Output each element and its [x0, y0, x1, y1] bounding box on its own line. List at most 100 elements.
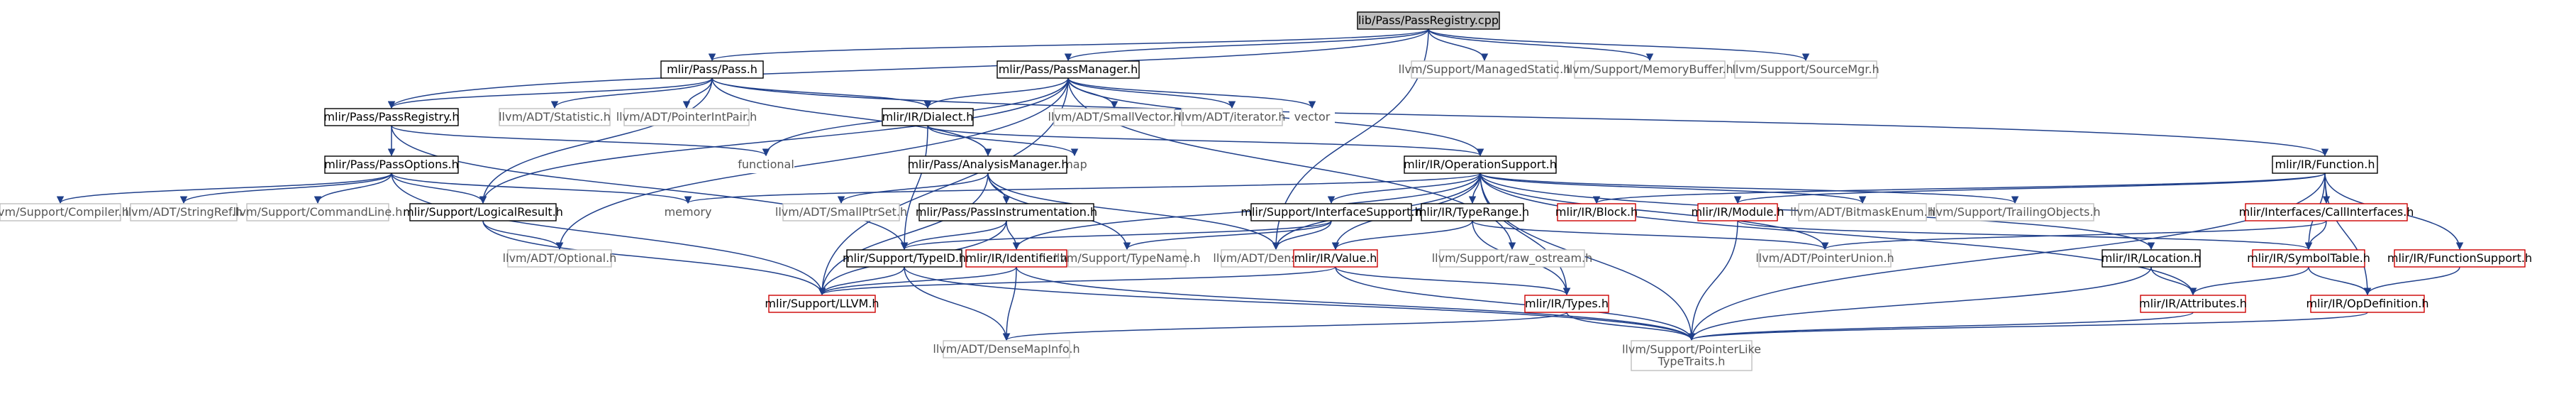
node-label: mlir/IR/Dialect.h: [882, 110, 974, 124]
edge-passinstrumentation-to-typeid: [900, 220, 1007, 251]
node-label: llvm/Support/SourceMgr.h: [1732, 62, 1879, 76]
graph-node-logicalresult[interactable]: mlir/Support/LogicalResult.h: [403, 203, 563, 221]
edge-operationsupport_h-to-memory: [684, 172, 1481, 204]
edge-analysismanager_h-to-llvm_h: [818, 172, 989, 296]
edge-passmanager_h-to-optional: [555, 77, 1069, 251]
graph-node-location-h[interactable]: mlir/IR/Location.h: [2102, 249, 2202, 268]
edge-operationsupport_h-to-pointerunion: [1479, 172, 1829, 251]
edge-symboltable-to-attributes_h: [2189, 266, 2309, 296]
graph-node-callinterfaces[interactable]: mlir/Interfaces/CallInterfaces.h: [2239, 203, 2414, 221]
graph-node-types-h[interactable]: mlir/IR/Types.h: [1524, 295, 1609, 313]
edge-interfacesupport-to-typename: [1123, 220, 1332, 251]
edge-passoptions_h-to-memory: [391, 172, 692, 204]
node-label: mlir/IR/FunctionSupport.h: [2387, 251, 2532, 265]
graph-node-dialect-h[interactable]: mlir/IR/Dialect.h: [882, 108, 974, 126]
graph-node-passoptions-h[interactable]: mlir/Pass/PassOptions.h: [324, 155, 459, 174]
node-label: mlir/IR/SymbolTable.h: [2247, 251, 2370, 265]
node-box: [1798, 203, 1927, 221]
graph-node-analysismanager-h[interactable]: mlir/Pass/AnalysisManager.h: [907, 155, 1069, 174]
graph-node-iterator: llvm/ADT/iterator.h: [1178, 108, 1286, 126]
node-label: llvm/Support/MemoryBuffer.h: [1566, 62, 1733, 76]
graph-node-stringref: llvm/ADT/StringRef.h: [125, 203, 243, 221]
edge-root-to-pass_h: [709, 28, 1429, 62]
edge-callinterfaces-to-pointerunion: [1821, 220, 2327, 251]
node-box: [2245, 203, 2408, 221]
node-label: mlir/Support/LogicalResult.h: [403, 205, 563, 219]
graph-node-passregistry-h[interactable]: mlir/Pass/PassRegistry.h: [323, 108, 460, 126]
node-box: [1697, 203, 1778, 221]
node-label: llvm/ADT/Optional.h: [503, 251, 617, 265]
node-label: llvm/ADT/PointerUnion.h: [1755, 251, 1894, 265]
node-box: [0, 203, 121, 221]
node-box: [324, 108, 459, 126]
edge-root-to-passmanager_h: [1064, 28, 1429, 62]
edge-operationsupport_h-to-interfacesupport: [1327, 172, 1481, 204]
node-box: [918, 203, 1094, 221]
node-label: mlir/Pass/Pass.h: [667, 62, 757, 76]
edge-typeid-to-pointerliketypetraits: [904, 266, 1696, 341]
node-box: [1439, 249, 1585, 268]
node-label: map: [1062, 158, 1087, 171]
edge-logicalresult-to-optional: [482, 220, 564, 251]
edge-logicalresult-to-llvm_h: [482, 220, 826, 296]
node-label: mlir/Pass/PassRegistry.h: [323, 110, 459, 124]
graph-node-operationsupport-h[interactable]: mlir/IR/OperationSupport.h: [1404, 155, 1557, 174]
node-label: vector: [1294, 110, 1331, 124]
edge-passoptions_h-to-llvm_h: [391, 172, 826, 296]
edge-opdefinition-to-pointerliketypetraits: [1688, 312, 2368, 341]
edge-operationsupport_h-to-bitmaskenum: [1479, 172, 1867, 204]
graph-node-block-h[interactable]: mlir/IR/Block.h: [1555, 203, 1638, 221]
graph-node-statistic: llvm/ADT/Statistic.h: [499, 108, 611, 126]
graph-node-symboltable[interactable]: mlir/IR/SymbolTable.h: [2247, 249, 2370, 268]
node-label: memory: [665, 205, 712, 219]
node-box: [1067, 249, 1187, 268]
node-label: functional: [738, 158, 794, 171]
graph-node-pass-h[interactable]: mlir/Pass/Pass.h: [660, 60, 764, 79]
graph-node-value-h[interactable]: mlir/IR/Value.h: [1293, 249, 1378, 268]
graph-node-function-h[interactable]: mlir/IR/Function.h: [2272, 155, 2378, 174]
edge-passmanager_h-to-dialect_h: [923, 77, 1069, 109]
node-label: llvm/Support/TrailingObjects.h: [1929, 205, 2100, 219]
graph-node-attributes-h[interactable]: mlir/IR/Attributes.h: [2139, 295, 2247, 313]
node-label: llvm/Support/ManagedStatic.h: [1399, 62, 1571, 76]
node-label: llvm/Support/CommandLine.h: [233, 205, 403, 219]
graph-node-passinstrumentation[interactable]: mlir/Pass/PassInstrumentation.h: [916, 203, 1097, 221]
node-box: [943, 340, 1070, 358]
graph-node-module-h[interactable]: mlir/IR/Module.h: [1691, 203, 1784, 221]
graph-node-functional: functional: [738, 156, 794, 173]
graph-node-llvm-h[interactable]: mlir/Support/LLVM.h: [765, 295, 879, 313]
node-box: [1181, 108, 1283, 126]
graph-node-interfacesupport[interactable]: mlir/Support/InterfaceSupport.h: [1240, 203, 1422, 221]
edge-analysismanager_h-to-densemap: [987, 172, 1280, 251]
node-label: llvm/ADT/iterator.h: [1178, 110, 1285, 124]
graph-node-commandline: llvm/Support/CommandLine.h: [233, 203, 403, 221]
graph-node-passmanager-h[interactable]: mlir/Pass/PassManager.h: [996, 60, 1140, 79]
edge-typerange-to-value_h: [1331, 220, 1473, 251]
edge-root-to-memorybuffer: [1428, 28, 1654, 62]
node-box: [965, 249, 1067, 268]
graph-node-typerange[interactable]: mlir/IR/TypeRange.h: [1416, 203, 1529, 221]
edge-dialect_h-to-operationsupport_h: [927, 125, 1484, 157]
edge-root-to-managedstatic: [1428, 28, 1489, 62]
node-box: [1250, 203, 1412, 221]
graph-node-identifier[interactable]: mlir/IR/Identifier.h: [965, 249, 1067, 268]
node-label: mlir/IR/Value.h: [1294, 251, 1377, 265]
node-label: mlir/Pass/PassOptions.h: [324, 158, 459, 171]
graph-node-densemapinfo: llvm/ADT/DenseMapInfo.h: [933, 340, 1080, 358]
graph-node-raw-ostream: llvm/Support/raw_ostream.h: [1432, 249, 1592, 268]
edge-function_h-to-block_h: [1593, 172, 2326, 204]
edge-root-to-passregistry_h: [387, 28, 1429, 109]
node-label: llvm/ADT/StringRef.h: [125, 205, 242, 219]
node-box: [1758, 249, 1892, 268]
edge-operationsupport_h-to-identifier: [1012, 172, 1481, 251]
graph-node-opdefinition[interactable]: mlir/IR/OpDefinition.h: [2306, 295, 2429, 313]
node-label: llvm/ADT/DenseMapInfo.h: [933, 342, 1079, 356]
node-box: [909, 155, 1067, 174]
graph-node-functionsupport[interactable]: mlir/IR/FunctionSupport.h: [2387, 249, 2532, 268]
graph-node-typeid[interactable]: mlir/Support/TypeID.h: [843, 249, 966, 268]
node-label: mlir/Support/TypeID.h: [843, 251, 966, 265]
edge-pass_h-to-statistic: [550, 77, 713, 109]
edge-function_h-to-module_h: [1734, 172, 2326, 204]
node-box: [324, 155, 459, 174]
